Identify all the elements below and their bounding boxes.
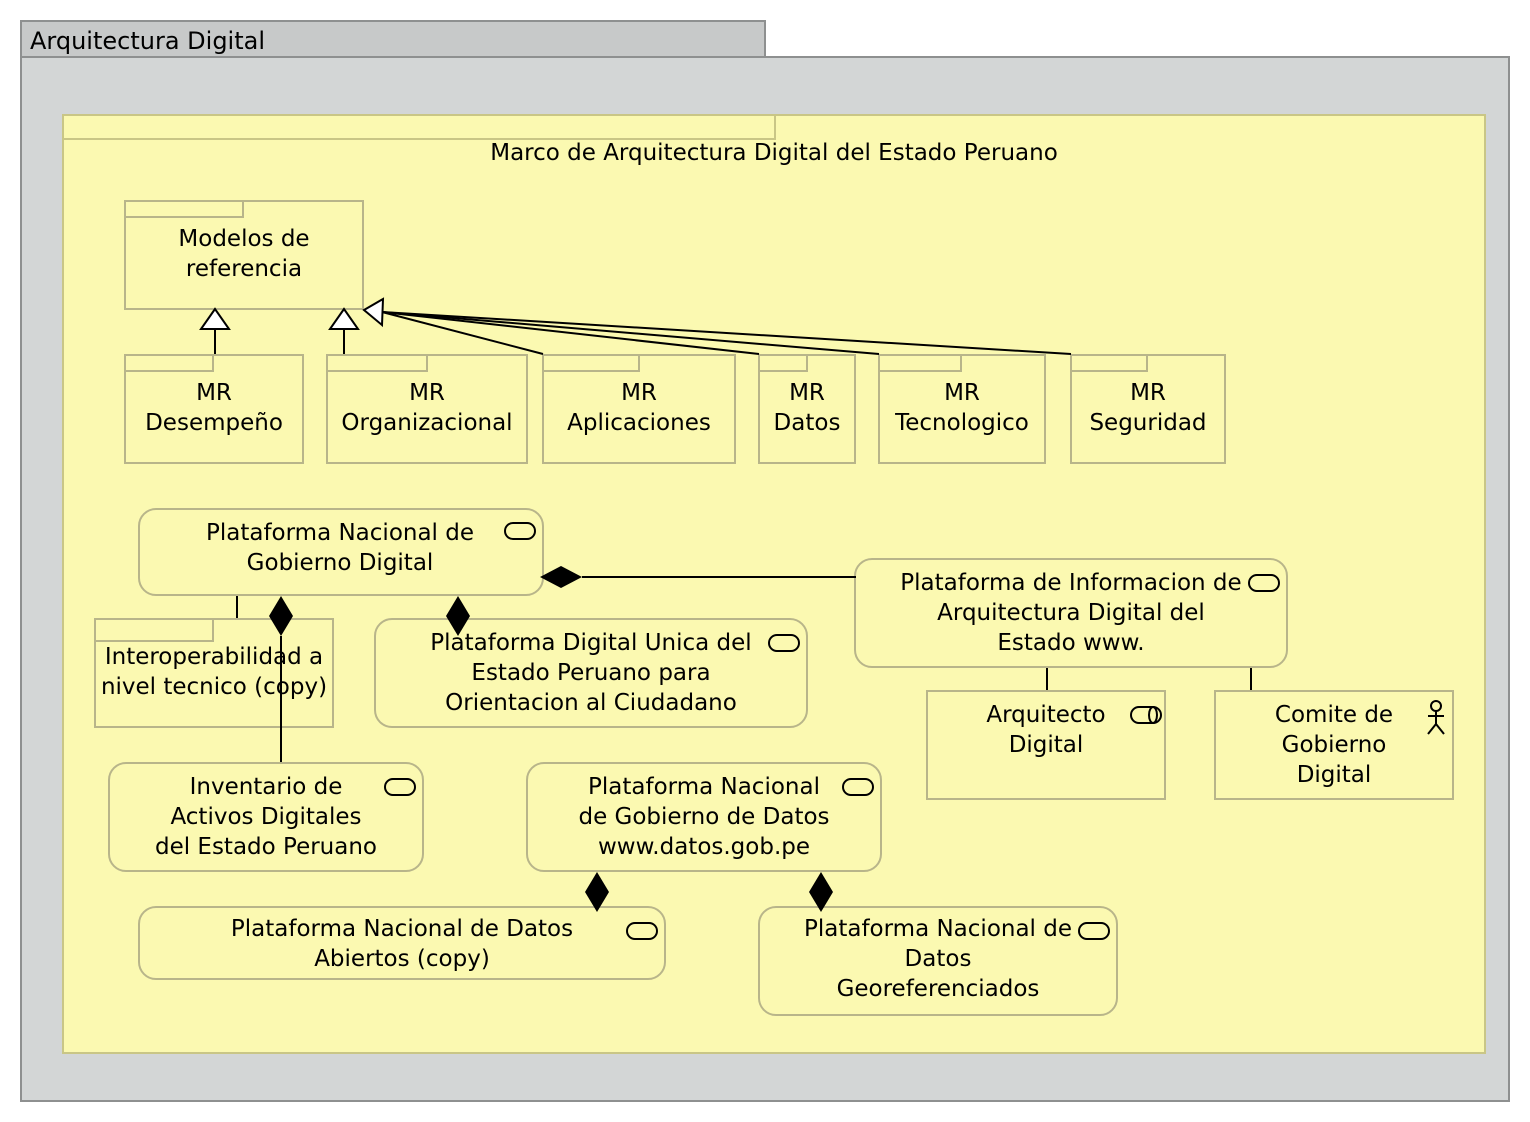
node-label: Plataforma Nacional de Datos Abiertos (c… <box>230 916 574 972</box>
service-icon <box>504 522 536 540</box>
node-inventario-activos-digitales[interactable]: Inventario de Activos Digitales del Esta… <box>108 762 424 872</box>
generalization-arrowhead <box>362 297 385 328</box>
node-label: Inventario de Activos Digitales del Esta… <box>154 774 378 860</box>
node-label: MR Aplicaciones <box>567 380 711 436</box>
node-label: Plataforma Nacional de Gobierno de Datos… <box>578 774 830 860</box>
node-tab <box>1070 354 1148 372</box>
node-label: MR Tecnologico <box>895 380 1029 436</box>
edge-composition-abiertos-gobiernodatos[interactable] <box>585 872 609 912</box>
node-tab <box>542 354 640 372</box>
node-label: Arquitecto Digital <box>986 702 1106 758</box>
node-tab <box>758 354 808 372</box>
group-title: Marco de Arquitectura Digital del Estado… <box>490 140 1058 166</box>
edge-generalization-organizacional[interactable] <box>328 307 360 354</box>
node-plataforma-nacional-datos-abiertos[interactable]: Plataforma Nacional de Datos Abiertos (c… <box>138 906 666 980</box>
package-title: Arquitectura Digital <box>30 27 266 55</box>
edge-composition-geo-gobiernodatos[interactable] <box>809 872 833 912</box>
node-plataforma-nacional-gobierno-datos[interactable]: Plataforma Nacional de Gobierno de Datos… <box>526 762 882 872</box>
node-label: MR Desempeño <box>145 380 283 436</box>
node-label: MR Datos <box>773 380 841 436</box>
service-icon <box>384 778 416 796</box>
node-tab <box>124 354 214 372</box>
node-mr-seguridad[interactable]: MR Seguridad <box>1070 354 1226 464</box>
node-label: Plataforma Nacional de Gobierno Digital <box>205 520 475 576</box>
node-mr-aplicaciones[interactable]: MR Aplicaciones <box>542 354 736 464</box>
service-icon <box>768 634 800 652</box>
edge-generalization-desempeno[interactable] <box>199 307 231 354</box>
actor-icon <box>1427 700 1445 735</box>
node-mr-desempeno[interactable]: MR Desempeño <box>124 354 304 464</box>
interface-icon <box>1130 706 1162 724</box>
service-icon <box>626 922 658 940</box>
edge-generalization-tecnologico[interactable] <box>381 311 880 355</box>
node-label: Modelos de referencia <box>178 226 310 282</box>
node-comite-gobierno-digital[interactable]: Comite de Gobierno Digital <box>1214 690 1454 800</box>
node-label: MR Seguridad <box>1089 380 1207 436</box>
node-plataforma-nacional-datos-georeferenciados[interactable]: Plataforma Nacional de Datos Georeferenc… <box>758 906 1118 1016</box>
node-arquitecto-digital[interactable]: Arquitecto Digital <box>926 690 1166 800</box>
node-modelos-referencia[interactable]: Modelos de referencia <box>124 200 364 310</box>
node-label: Interoperabilidad a nivel tecnico (copy) <box>100 644 328 700</box>
node-mr-organizacional[interactable]: MR Organizacional <box>326 354 528 464</box>
node-mr-datos[interactable]: MR Datos <box>758 354 856 464</box>
edge-composition-informacion-pngd[interactable] <box>540 566 856 588</box>
service-icon <box>842 778 874 796</box>
node-plataforma-informacion-arquitectura[interactable]: Plataforma de Informacion de Arquitectur… <box>854 558 1288 668</box>
node-interoperabilidad[interactable]: Interoperabilidad a nivel tecnico (copy) <box>94 618 334 728</box>
node-label: Comite de Gobierno Digital <box>1274 702 1394 788</box>
node-label: Plataforma Digital Unica del Estado Peru… <box>430 630 752 716</box>
node-plataforma-digital-unica[interactable]: Plataforma Digital Unica del Estado Peru… <box>374 618 808 728</box>
edge-composition-inventario-pngd[interactable] <box>269 596 293 762</box>
node-tab <box>124 200 244 218</box>
node-mr-tecnologico[interactable]: MR Tecnologico <box>878 354 1046 464</box>
node-tab <box>326 354 428 372</box>
node-tab <box>878 354 962 372</box>
node-label: MR Organizacional <box>341 380 513 436</box>
edge-generalization-datos[interactable] <box>381 311 760 355</box>
node-plataforma-nacional-gobierno-digital[interactable]: Plataforma Nacional de Gobierno Digital <box>138 508 544 596</box>
edge-generalization-aplicaciones[interactable] <box>381 311 544 355</box>
edge-generalization-seguridad[interactable] <box>381 311 1072 355</box>
node-label: Plataforma Nacional de Datos Georeferenc… <box>803 916 1073 1002</box>
group-tab <box>64 116 776 140</box>
node-label: Plataforma de Informacion de Arquitectur… <box>900 570 1242 656</box>
service-icon <box>1248 574 1280 592</box>
node-tab <box>94 618 214 642</box>
package-tab[interactable]: Arquitectura Digital <box>20 20 766 58</box>
service-icon <box>1078 922 1110 940</box>
edge-composition-pdu-pngd[interactable] <box>446 596 470 636</box>
